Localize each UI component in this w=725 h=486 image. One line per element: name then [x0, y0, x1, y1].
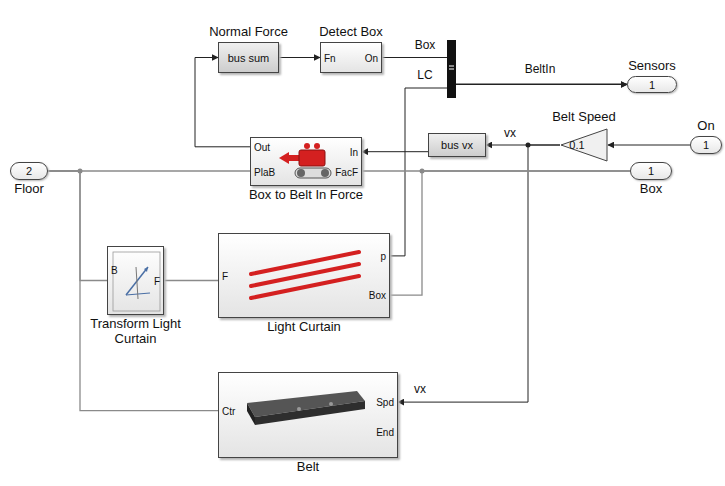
signal-name: LC	[415, 69, 434, 82]
mux-mark	[449, 69, 454, 70]
block-name: Belt	[297, 460, 319, 475]
port-label: 1	[649, 78, 655, 91]
belt-icon	[219, 373, 399, 459]
block-name: Floor	[14, 182, 44, 197]
port-label: Ctr	[222, 406, 235, 418]
block-name: Light Curtain	[267, 320, 341, 335]
port-label: Box	[369, 290, 386, 302]
physical-connection	[164, 280, 218, 281]
port-label: 2	[26, 165, 32, 178]
subsystem-block: Light CurtainFpBox	[218, 233, 390, 318]
port-label: B	[111, 265, 118, 277]
signal-name: vx	[412, 383, 428, 396]
port-label: FacF	[335, 168, 358, 180]
bus-block: Normal Forcebus sum	[218, 42, 279, 73]
signal-name: Box	[413, 39, 438, 52]
port-label: PlaB	[254, 168, 275, 180]
mux-bar	[447, 40, 456, 98]
block-name: On	[697, 119, 714, 134]
lc-icon	[219, 234, 391, 319]
port-label: 1	[648, 165, 654, 178]
block-name: Belt Speed	[552, 110, 616, 125]
subsystem-block: BeltCtrSpdEnd	[218, 372, 398, 458]
subsystem-block: Detect BoxFnOn	[320, 42, 382, 73]
port-label: 0.1	[569, 139, 584, 152]
signal-line	[279, 57, 320, 58]
port-label: On	[365, 53, 378, 65]
block-name: Box	[640, 182, 662, 197]
physical-port: Floor2	[10, 162, 48, 180]
block-name: Detect Box	[319, 25, 383, 40]
port-label: p	[380, 251, 386, 263]
port-label: F	[222, 271, 228, 283]
port-label: Out	[254, 142, 270, 154]
port-label: In	[350, 147, 358, 159]
port-label: F	[154, 276, 160, 288]
block-name: Box to Belt In Force	[249, 188, 363, 203]
physical-connection	[48, 171, 107, 281]
gain-block: Belt Speed0.1	[560, 128, 608, 162]
port-label: bus sum	[228, 51, 270, 64]
signal-line	[608, 145, 690, 146]
outport: Sensors1	[627, 76, 677, 93]
subsystem-block: Box to Belt In ForceOutInPlaBFacF	[250, 137, 362, 186]
port-label: bus vx	[441, 139, 473, 152]
physical-port: Box1	[630, 162, 672, 180]
physical-connection	[390, 171, 630, 295]
bus-block: bus vx	[428, 133, 486, 157]
physical-connection	[48, 171, 218, 411]
mux-mark	[449, 66, 454, 67]
block-name: Normal Force	[209, 25, 288, 40]
port-label: Fn	[324, 53, 336, 65]
signal-name: vx	[502, 127, 518, 140]
signal-line	[382, 58, 627, 85]
port-label: Spd	[376, 397, 394, 409]
block-name: Sensors	[628, 59, 676, 74]
signal-name: BeltIn	[523, 63, 558, 76]
port-label: End	[376, 427, 394, 439]
block-name: Transform Light Curtain	[81, 317, 191, 347]
port-label: 1	[703, 139, 709, 152]
signal-line	[362, 151, 428, 152]
signal-line	[390, 85, 627, 256]
inport: On1	[690, 136, 722, 154]
subsystem-block: Transform Light CurtainBF	[107, 246, 164, 315]
